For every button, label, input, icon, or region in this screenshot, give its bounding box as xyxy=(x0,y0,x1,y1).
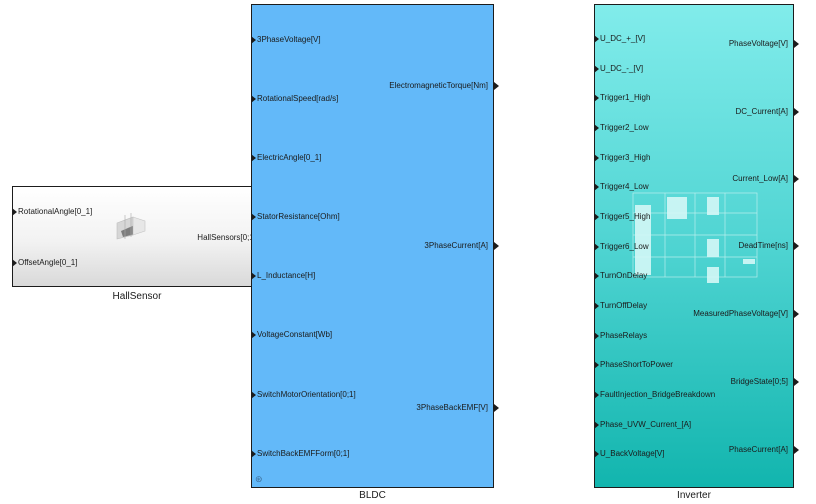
inverter-input-port-4: Trigger2_Low xyxy=(600,123,649,132)
bldc-block[interactable]: 3PhaseVoltage[V] RotationalSpeed[rad/s] … xyxy=(251,4,499,488)
bldc-input-port-6-arrow[interactable] xyxy=(251,331,256,339)
hallsensor-block[interactable]: RotationalAngle[0_1] OffsetAngle[0_1] Ha… xyxy=(12,186,267,287)
inverter-input-port-3: Trigger1_High xyxy=(600,93,651,102)
block-info-icon[interactable]: ⊛ xyxy=(255,474,263,484)
inverter-input-port-10: TurnOffDelay xyxy=(600,301,648,310)
inverter-caption: Inverter xyxy=(677,490,711,501)
inverter-output-port-6-arrow[interactable] xyxy=(794,378,799,386)
inverter-input-port-8: Trigger6_Low xyxy=(600,242,649,251)
inverter-input-port-7: Trigger5_High xyxy=(600,212,651,221)
bldc-output-port-1-arrow[interactable] xyxy=(494,82,499,90)
inverter-input-port-7-arrow[interactable] xyxy=(594,213,599,221)
inverter-block[interactable]: U_DC_+_[V] U_DC_-_[V] Trigger1_High Trig… xyxy=(594,4,799,488)
bldc-input-port-4-arrow[interactable] xyxy=(251,213,256,221)
inverter-input-port-6-arrow[interactable] xyxy=(594,183,599,191)
inverter-output-port-3-arrow[interactable] xyxy=(794,175,799,183)
bldc-input-port-2-arrow[interactable] xyxy=(251,95,256,103)
bldc-input-port-7: SwitchMotorOrientation[0;1] xyxy=(257,390,356,399)
inverter-output-port-7-arrow[interactable] xyxy=(794,446,799,454)
bldc-input-port-1-arrow[interactable] xyxy=(251,36,256,44)
inverter-input-port-9-arrow[interactable] xyxy=(594,272,599,280)
inverter-output-port-4: DeadTime[ns] xyxy=(738,241,789,250)
inverter-input-port-14-arrow[interactable] xyxy=(594,421,599,429)
circuit-diagram-icon xyxy=(632,192,758,283)
inverter-input-port-6: Trigger4_Low xyxy=(600,182,649,191)
bldc-input-port-8-arrow[interactable] xyxy=(251,450,256,458)
bldc-output-port-2-arrow[interactable] xyxy=(494,242,499,250)
inverter-output-port-5: MeasuredPhaseVoltage[V] xyxy=(693,309,788,318)
bldc-input-port-2: RotationalSpeed[rad/s] xyxy=(257,94,339,103)
bldc-input-port-1: 3PhaseVoltage[V] xyxy=(257,35,321,44)
bldc-input-port-4: StatorResistance[Ohm] xyxy=(257,212,340,221)
bldc-output-port-3-arrow[interactable] xyxy=(494,404,499,412)
inverter-input-port-10-arrow[interactable] xyxy=(594,302,599,310)
hall-output-port-1: HallSensors[0;1] xyxy=(197,233,256,242)
inverter-output-port-4-arrow[interactable] xyxy=(794,242,799,250)
bldc-output-port-1: ElectromagneticTorque[Nm] xyxy=(389,81,488,90)
inverter-input-port-11-arrow[interactable] xyxy=(594,332,599,340)
inverter-input-port-15: U_BackVoltage[V] xyxy=(600,449,665,458)
inverter-output-port-2: DC_Current[A] xyxy=(735,107,788,116)
hall-input-port-2: OffsetAngle[0_1] xyxy=(18,258,78,267)
inverter-input-port-11: PhaseRelays xyxy=(600,331,648,340)
inverter-input-port-8-arrow[interactable] xyxy=(594,243,599,251)
bldc-input-port-8: SwitchBackEMFForm[0;1] xyxy=(257,449,350,458)
inverter-input-port-14: Phase_UVW_Current_[A] xyxy=(600,420,692,429)
inverter-output-port-5-arrow[interactable] xyxy=(794,310,799,318)
inverter-input-port-2: U_DC_-_[V] xyxy=(600,64,644,73)
bldc-output-port-3: 3PhaseBackEMF[V] xyxy=(416,403,488,412)
inverter-input-port-13: FaultInjection_BridgeBreakdown xyxy=(600,390,716,399)
bldc-input-port-6: VoltageConstant[Wb] xyxy=(257,330,333,339)
bldc-input-port-5: L_Inductance[H] xyxy=(257,271,316,280)
inverter-input-port-5-arrow[interactable] xyxy=(594,154,599,162)
inverter-input-port-9: TurnOnDelay xyxy=(600,271,648,280)
bldc-input-port-7-arrow[interactable] xyxy=(251,391,256,399)
hall-input-port-1-arrow[interactable] xyxy=(12,208,17,216)
inverter-output-port-3: Current_Low[A] xyxy=(732,174,788,183)
hall-input-port-2-arrow[interactable] xyxy=(12,259,17,267)
hallsensor-caption: HallSensor xyxy=(112,291,162,302)
inverter-input-port-13-arrow[interactable] xyxy=(594,391,599,399)
inverter-input-port-1-arrow[interactable] xyxy=(594,35,599,43)
bldc-input-port-3-arrow[interactable] xyxy=(251,154,256,162)
hall-input-port-1: RotationalAngle[0_1] xyxy=(18,207,93,216)
subsystem-mask-icon xyxy=(116,213,146,240)
inverter-input-port-4-arrow[interactable] xyxy=(594,124,599,132)
inverter-output-port-2-arrow[interactable] xyxy=(794,108,799,116)
inverter-input-port-1: U_DC_+_[V] xyxy=(600,34,646,43)
inverter-input-port-2-arrow[interactable] xyxy=(594,65,599,73)
inverter-output-port-7: PhaseCurrent[A] xyxy=(728,445,788,454)
bldc-input-port-5-arrow[interactable] xyxy=(251,272,256,280)
inverter-input-port-3-arrow[interactable] xyxy=(594,94,599,102)
inverter-input-port-15-arrow[interactable] xyxy=(594,450,599,458)
inverter-input-port-5: Trigger3_High xyxy=(600,153,651,162)
bldc-caption: BLDC xyxy=(359,490,386,501)
inverter-output-port-1: PhaseVoltage[V] xyxy=(728,39,788,48)
inverter-input-port-12-arrow[interactable] xyxy=(594,361,599,369)
bldc-input-port-3: ElectricAngle[0_1] xyxy=(257,153,322,162)
inverter-output-port-6: BridgeState[0;5] xyxy=(730,377,788,386)
inverter-output-port-1-arrow[interactable] xyxy=(794,40,799,48)
inverter-input-port-12: PhaseShortToPower xyxy=(600,360,673,369)
bldc-output-port-2: 3PhaseCurrent[A] xyxy=(424,241,488,250)
